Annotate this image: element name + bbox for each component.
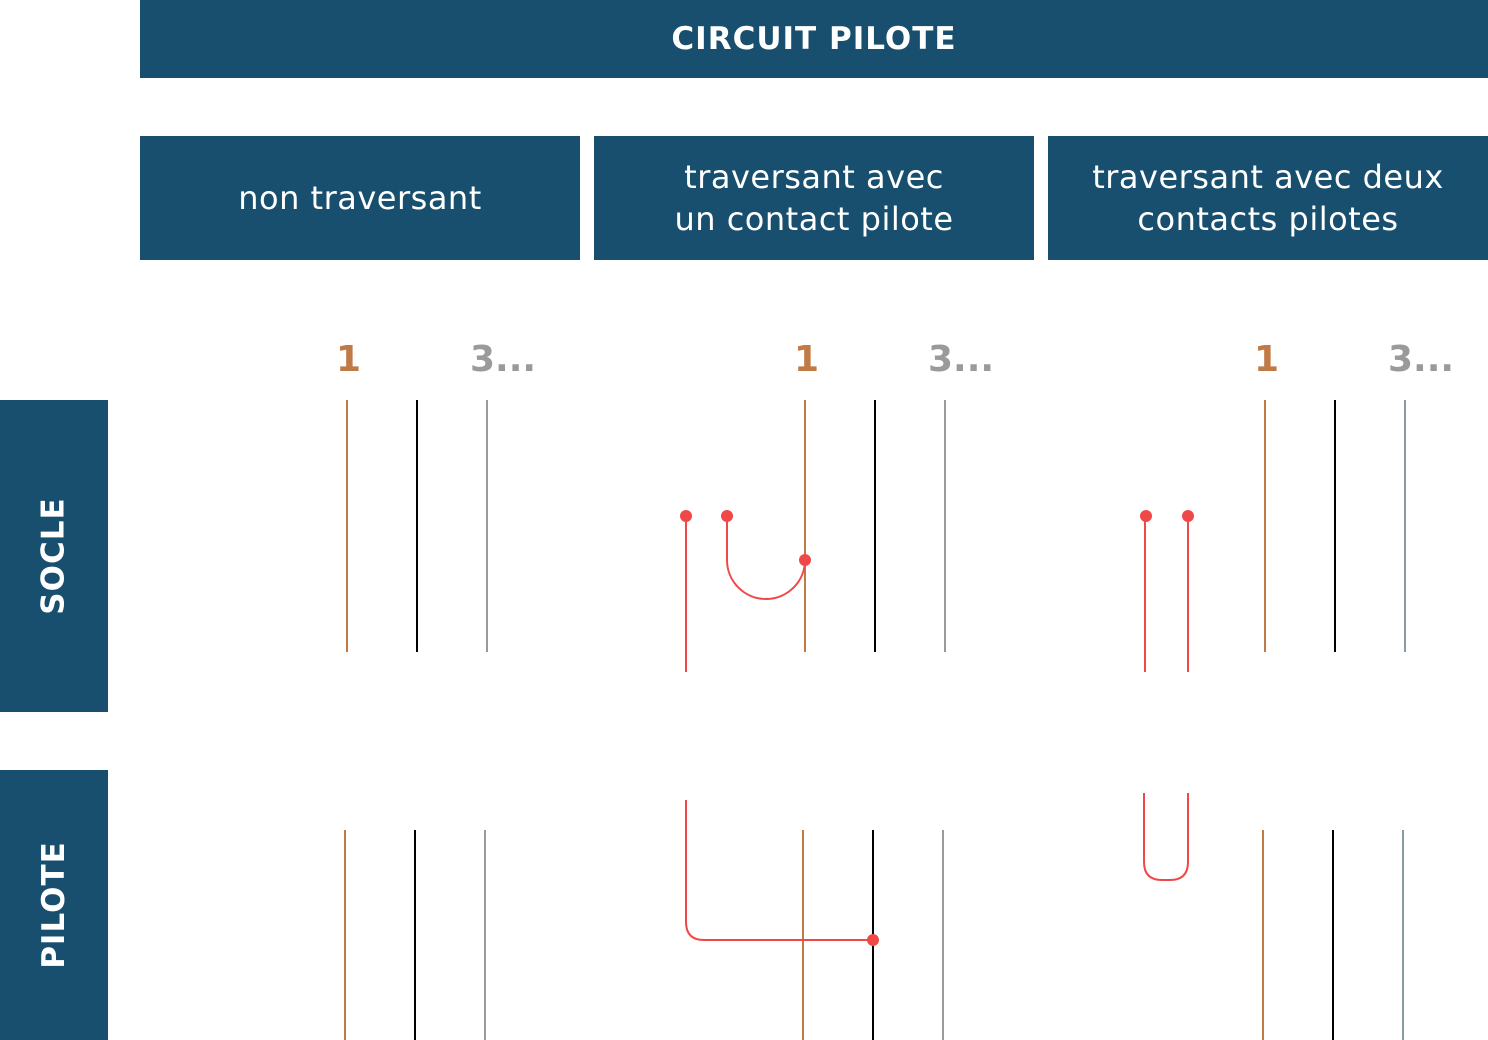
column-header-deux-contacts-pilotes: traversant avec deux contacts pilotes — [1048, 136, 1488, 260]
column-header-line: non traversant — [238, 179, 482, 217]
row-label-socle: SOCLE — [0, 400, 108, 712]
socle-terminals — [346, 400, 1406, 652]
pilot-wires-two-contacts — [1143, 516, 1189, 881]
column-header-un-contact-pilote: traversant avec un contact pilote — [594, 136, 1034, 260]
column-header-line: un contact pilote — [674, 200, 954, 238]
contact-dot — [867, 934, 879, 946]
contact-dot — [680, 510, 692, 522]
contact-dot — [799, 554, 811, 566]
pilot-contact-dots-one — [680, 510, 879, 946]
terminal-label-3: 3... — [470, 339, 537, 380]
pilote-terminals — [344, 830, 1404, 1040]
terminal-label-1: 1 — [1254, 339, 1280, 380]
contact-dot — [721, 510, 733, 522]
column-header-line: traversant avec — [684, 158, 944, 196]
row-label-pilote: PILOTE — [0, 770, 108, 1040]
contact-dot — [1140, 510, 1152, 522]
column-header-line: traversant avec deux — [1092, 158, 1444, 196]
column-header-non-traversant: non traversant — [140, 136, 580, 260]
pilote-pilot-bridge — [1143, 793, 1189, 881]
terminal-label-3: 3... — [928, 339, 995, 380]
diagram-title: CIRCUIT PILOTE — [140, 0, 1488, 78]
contact-dot — [1182, 510, 1194, 522]
pilot-contact-dots-two — [1140, 510, 1194, 522]
column-header-line: contacts pilotes — [1137, 200, 1399, 238]
terminal-label-1: 1 — [336, 339, 362, 380]
terminal-label-3: 3... — [1388, 339, 1455, 380]
pilote-pilot-wire — [685, 800, 873, 941]
pilot-wires-one-contact — [685, 516, 873, 941]
terminal-label-1: 1 — [794, 339, 820, 380]
socle-pilot-loop — [726, 516, 806, 600]
